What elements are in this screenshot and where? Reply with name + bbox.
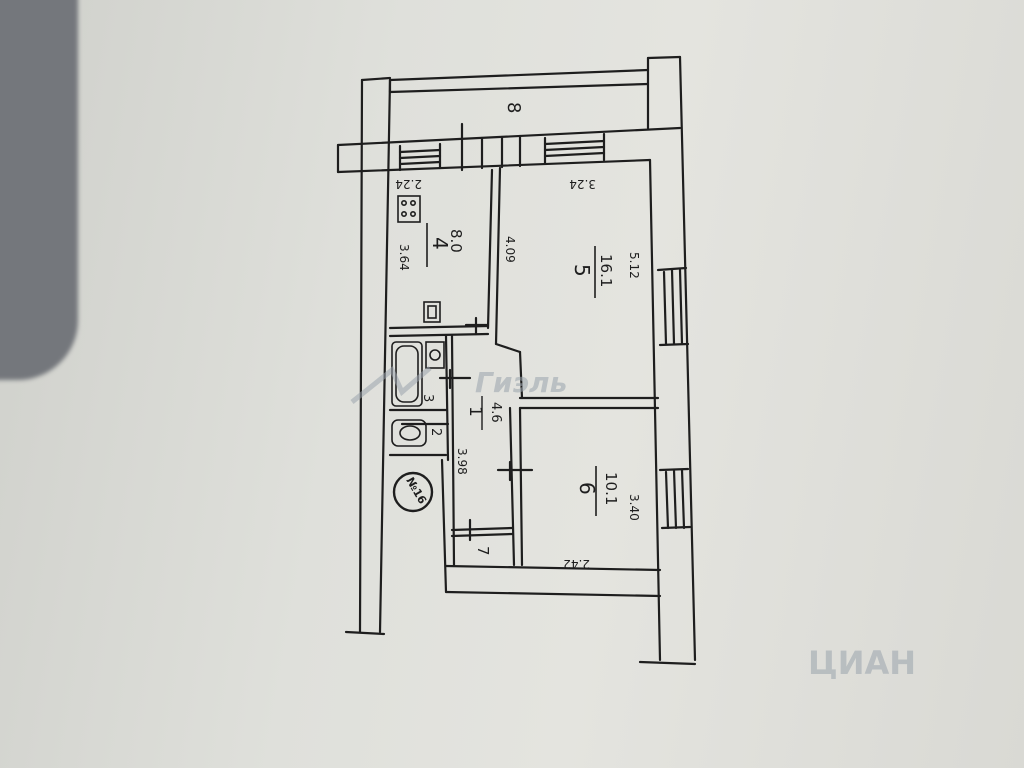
partition-kitchen-room5 xyxy=(486,166,502,346)
dim-room5-width: 3.24 xyxy=(569,177,596,191)
room-number-8: 8 xyxy=(503,102,524,113)
room-number-3: 3 xyxy=(420,394,435,402)
room-label-4: 4 8.0 xyxy=(426,223,465,267)
dim-room6-length: 3.40 xyxy=(627,494,641,521)
room-area-6: 10.1 xyxy=(602,472,620,505)
watermark-logo-text: Гиэль xyxy=(475,366,567,399)
room-area-5: 16.1 xyxy=(597,254,615,287)
room-number-5: 5 xyxy=(570,264,594,277)
bathroom-walls xyxy=(388,324,490,594)
room-number-6: 6 xyxy=(575,482,599,495)
room-number-1: 1 xyxy=(465,406,485,417)
sink-icon xyxy=(423,301,441,323)
partition-room5-room6 xyxy=(518,396,660,410)
room-number-2: 2 xyxy=(428,428,443,436)
watermark-corner: ЦИАН xyxy=(808,644,916,682)
dim-room6-width: 2.42 xyxy=(563,557,590,571)
room-area-1: 4.6 xyxy=(488,402,503,423)
dim-room5-length: 5.12 xyxy=(627,252,641,279)
watermark-logo: Гиэль xyxy=(350,366,567,404)
window-room5-side xyxy=(656,266,690,347)
storage-walls xyxy=(450,526,514,538)
ventilation-stamp xyxy=(392,471,434,513)
dim-hall-length: 3.98 xyxy=(455,448,469,475)
dim-kitchen-width: 2.24 xyxy=(395,177,422,191)
room-area-4: 8.0 xyxy=(447,229,465,253)
corridor-wall xyxy=(494,342,524,567)
toilet-icon xyxy=(391,419,427,447)
room-number-7: 7 xyxy=(474,546,492,556)
left-exterior-wall xyxy=(344,76,392,636)
page-shadow xyxy=(0,0,78,380)
stove-icon xyxy=(397,195,421,223)
window-room6 xyxy=(658,467,692,530)
window-room5-top xyxy=(543,132,606,165)
washbasin-icon xyxy=(425,341,445,369)
room-label-6: 6 10.1 xyxy=(575,466,620,516)
window-kitchen xyxy=(398,142,442,172)
room-label-5: 5 16.1 xyxy=(570,246,615,298)
bottom-wall xyxy=(444,564,662,598)
dim-kitchen-length: 3.64 xyxy=(397,244,411,271)
top-wall xyxy=(336,126,682,174)
room-label-1: 1 4.6 xyxy=(465,396,503,430)
balcony-door xyxy=(460,122,522,172)
room-number-4: 4 xyxy=(428,237,452,250)
stamp-number: №16 xyxy=(403,475,429,507)
right-exterior-wall xyxy=(638,55,697,666)
balcony xyxy=(388,68,650,94)
dim-room5-inner: 4.09 xyxy=(503,236,517,263)
